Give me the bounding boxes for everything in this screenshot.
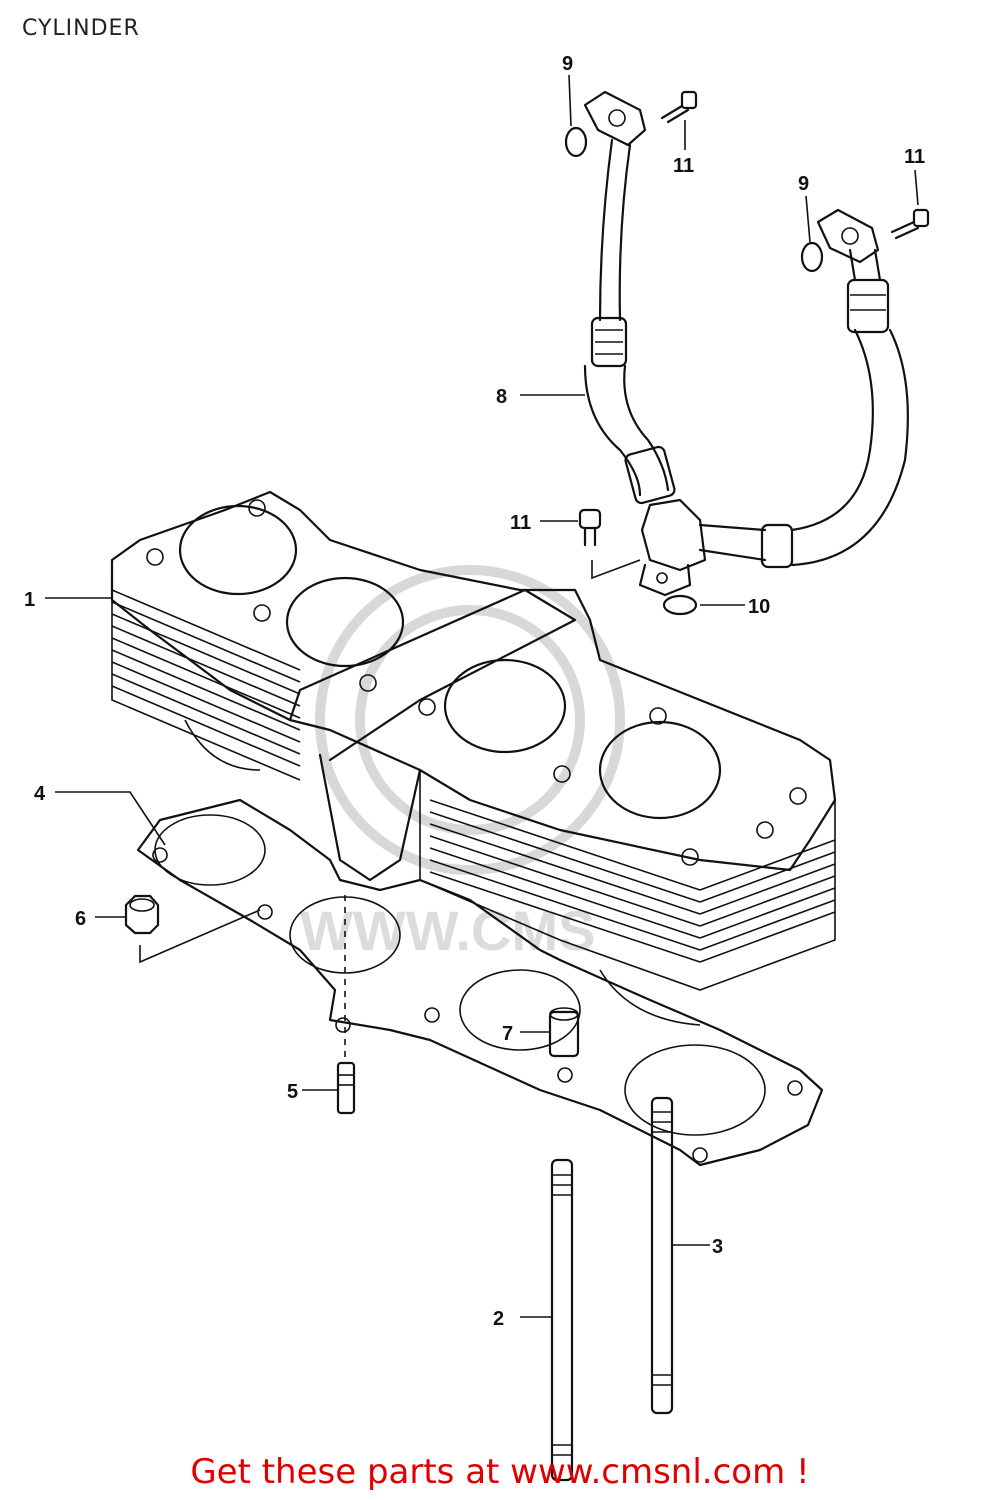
- watermark-logo: WWW.CMS: [300, 565, 625, 962]
- leader-lines: [45, 74, 919, 1318]
- o-ring-junction: [662, 594, 698, 616]
- callout-11-top-left: 11: [673, 155, 694, 177]
- footer-link[interactable]: Get these parts at www.cmsnl.com !: [190, 1452, 810, 1492]
- cylinder-base-gasket: [136, 798, 824, 1167]
- dowel-pin: [548, 1007, 580, 1058]
- callout-11-middle: 11: [510, 512, 531, 534]
- cylinder-fins-left: [111, 575, 301, 781]
- callout-8: 8: [496, 386, 507, 408]
- long-stud-3: [650, 1096, 674, 1415]
- callout-5: 5: [287, 1081, 298, 1103]
- callout-10: 10: [748, 596, 770, 618]
- bolt-top-left: [660, 90, 698, 124]
- nut: [124, 894, 261, 964]
- callout-9-left: 9: [562, 53, 573, 75]
- callout-2: 2: [493, 1308, 504, 1330]
- callout-1: 1: [24, 589, 35, 611]
- watermark-text: WWW.CMS: [300, 899, 595, 962]
- callout-7: 7: [502, 1023, 513, 1045]
- bolt-middle: [578, 508, 641, 580]
- cylinder-fins-right: [419, 770, 836, 991]
- callout-3: 3: [712, 1236, 723, 1258]
- long-stud-2: [550, 1158, 574, 1482]
- callout-9-right: 9: [798, 173, 809, 195]
- callout-6: 6: [75, 908, 86, 930]
- bolt-top-right: [890, 208, 930, 240]
- page-title: CYLINDER: [22, 16, 140, 41]
- o-ring-right: [800, 241, 824, 273]
- callout-11-top-right: 11: [904, 146, 925, 168]
- cylinder-block: [110, 490, 837, 1026]
- oil-hose-assembly: [583, 90, 909, 597]
- callout-4: 4: [34, 783, 46, 805]
- short-stud: [336, 895, 356, 1115]
- o-ring-left: [564, 126, 588, 158]
